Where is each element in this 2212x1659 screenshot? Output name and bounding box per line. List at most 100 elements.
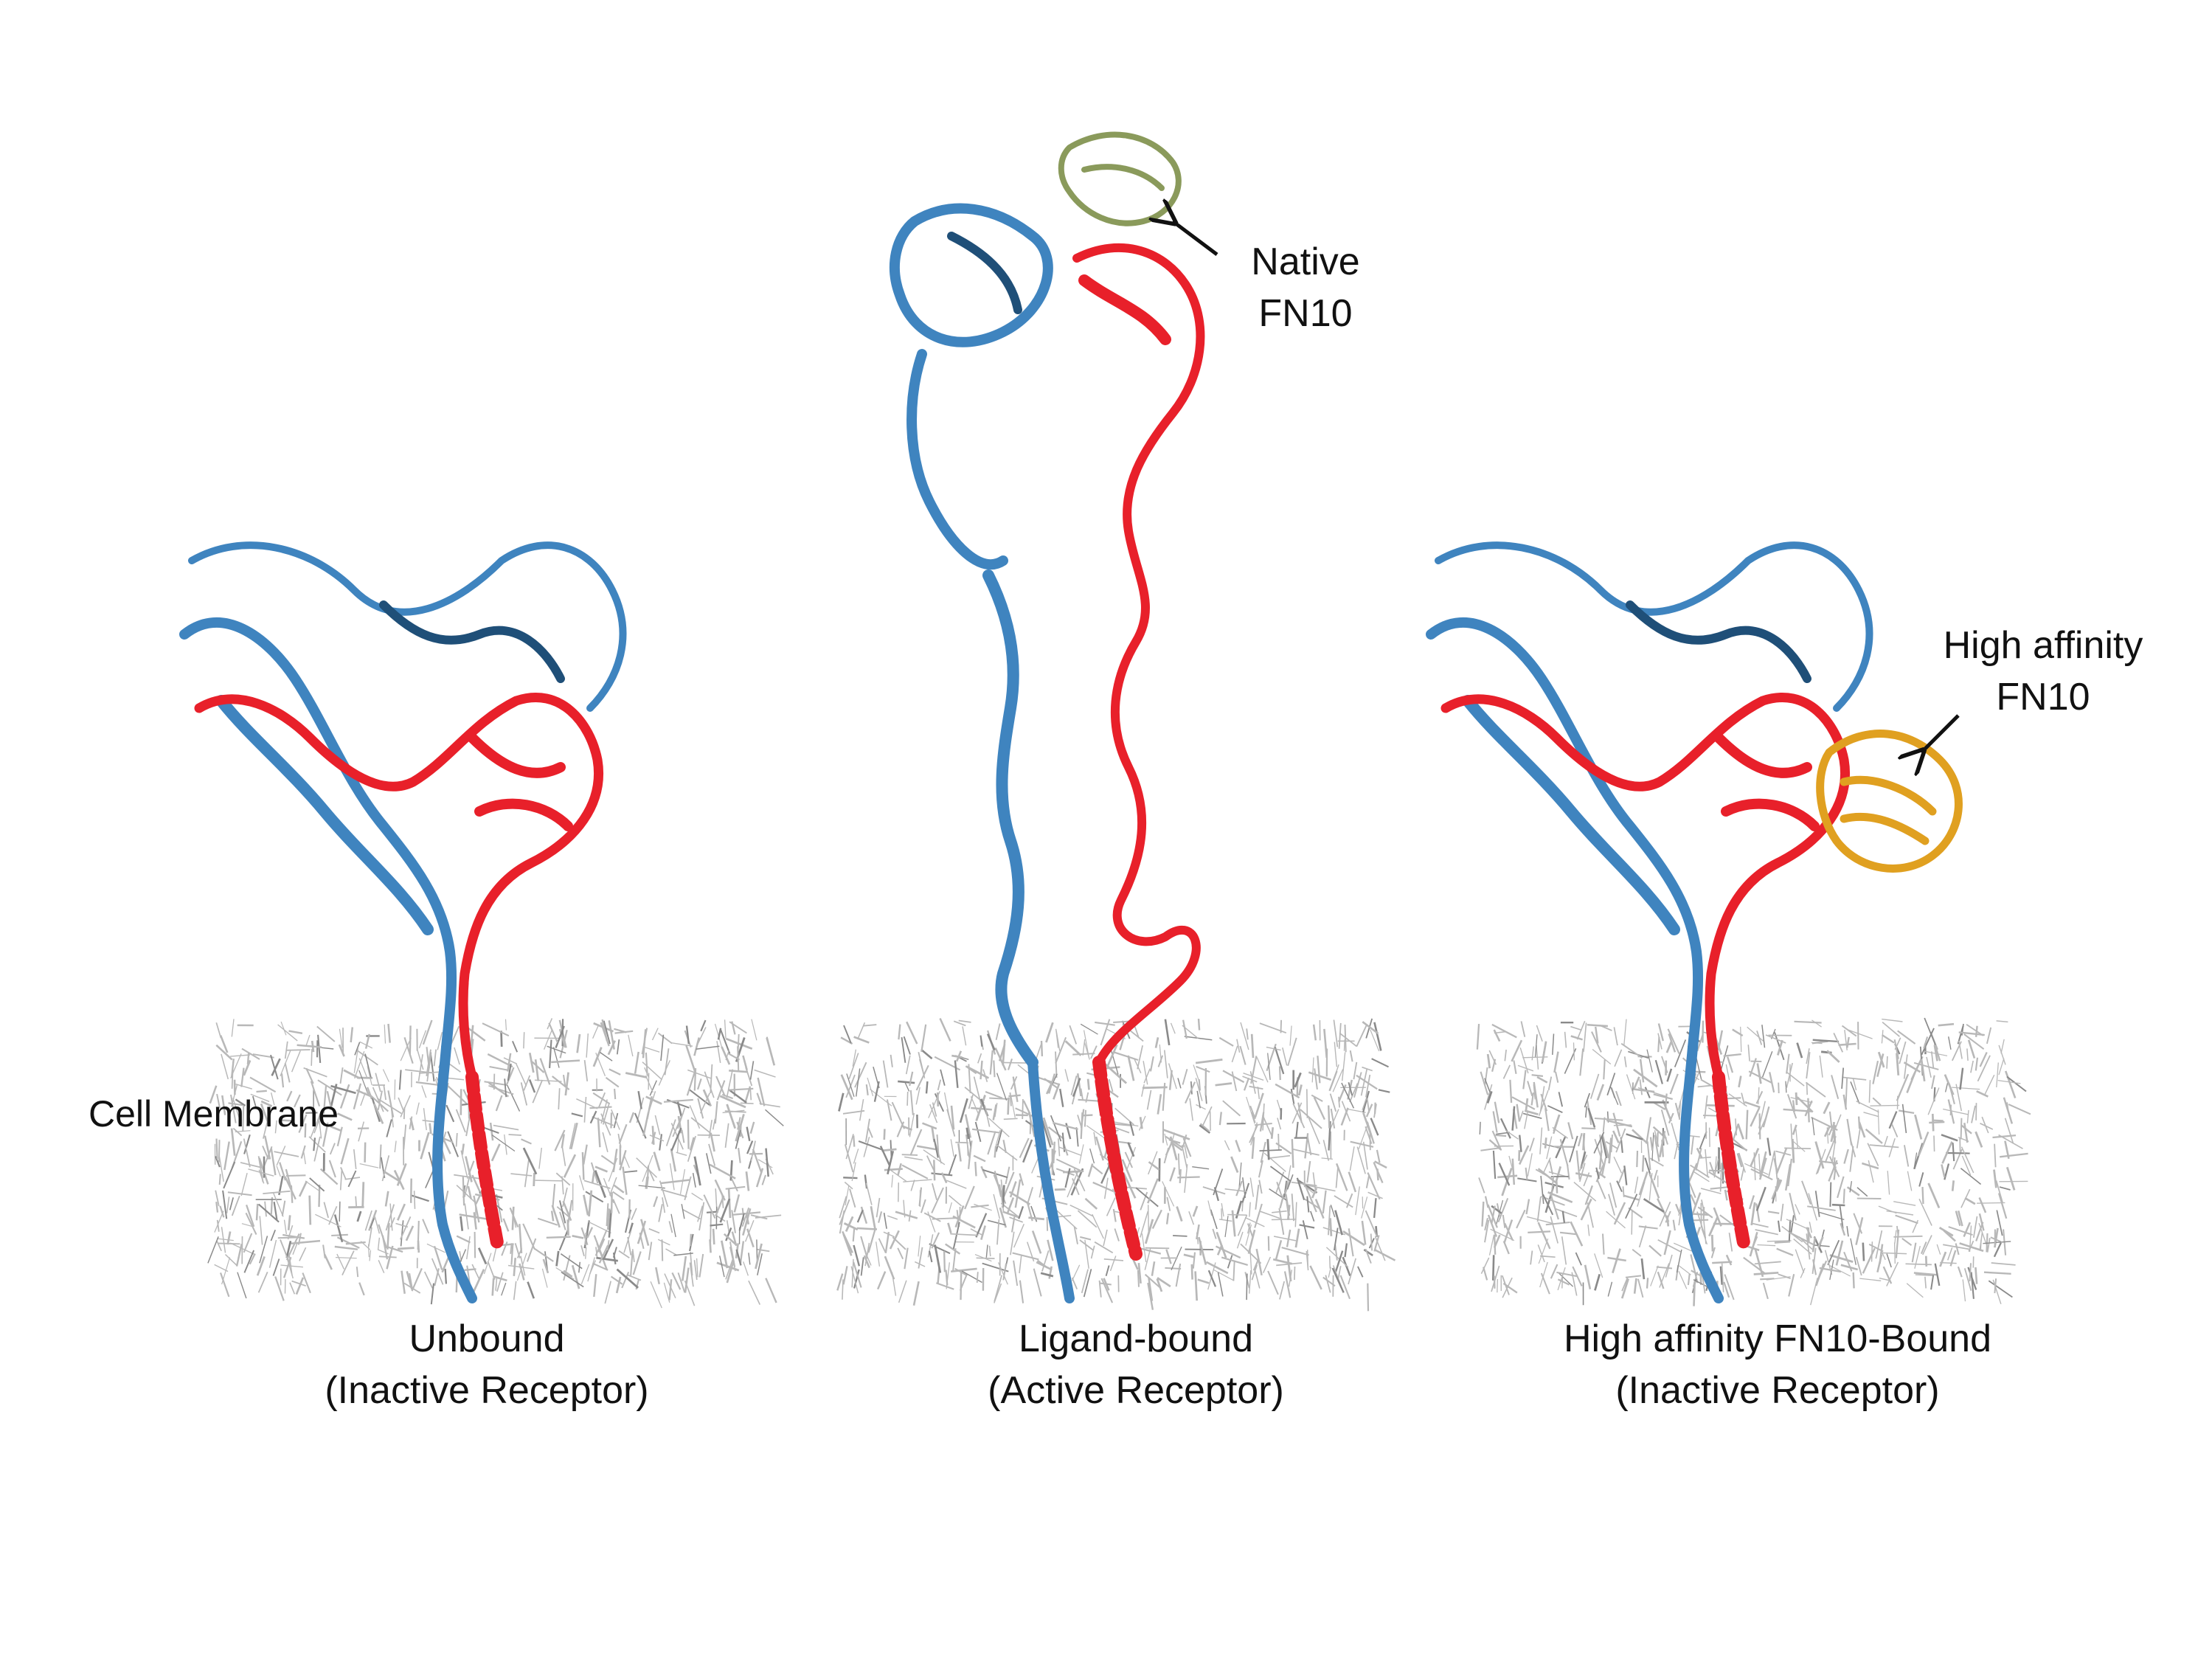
lipid-stroke: [1924, 1255, 1928, 1267]
lipid-stroke: [679, 1168, 686, 1195]
lipid-stroke: [1370, 1118, 1379, 1136]
lipid-stroke: [1502, 1277, 1513, 1298]
lipid-stroke: [1601, 1135, 1610, 1159]
lipid-stroke: [1539, 1127, 1543, 1154]
lipid-stroke: [1811, 1019, 1822, 1028]
lipid-stroke: [1913, 1061, 1939, 1070]
lipid-stroke: [738, 1213, 745, 1231]
lipid-stroke: [1335, 1168, 1339, 1188]
lipid-stroke: [1294, 1266, 1296, 1281]
lipid-stroke: [1786, 1053, 1790, 1074]
lipid-stroke: [231, 1061, 234, 1089]
lipid-stroke: [925, 1081, 929, 1094]
lipid-stroke: [1353, 1072, 1362, 1098]
lipid-stroke: [552, 1076, 570, 1090]
lipid-stroke: [284, 1041, 288, 1059]
lipid-stroke: [313, 1110, 324, 1134]
lipid-stroke: [1743, 1256, 1767, 1275]
lipid-stroke: [852, 1228, 856, 1242]
lipid-stroke: [946, 1109, 956, 1137]
lipid-stroke: [219, 1272, 230, 1298]
lipid-stroke: [1955, 1211, 1961, 1227]
lipid-stroke: [1246, 1096, 1255, 1124]
lipid-stroke: [1328, 1105, 1331, 1129]
lipid-stroke: [1231, 1210, 1236, 1237]
lipid-stroke: [726, 1104, 737, 1129]
lipid-stroke: [1594, 1118, 1623, 1121]
lipid-stroke: [1833, 1166, 1837, 1180]
lipid-stroke: [361, 1182, 365, 1208]
lipid-stroke: [1516, 1209, 1526, 1229]
lipid-stroke: [1361, 1220, 1367, 1245]
lipid-stroke: [1019, 1255, 1022, 1274]
lipid-stroke: [1612, 1130, 1620, 1143]
lipid-stroke: [1339, 1275, 1351, 1300]
lipid-stroke: [310, 1081, 321, 1107]
lipid-stroke: [403, 1106, 406, 1120]
lipid-stroke: [922, 1122, 937, 1130]
lipid-stroke: [1019, 1137, 1030, 1158]
lipid-stroke: [249, 1253, 256, 1265]
lipid-stroke: [356, 1267, 359, 1278]
lipid-stroke: [1373, 1248, 1396, 1261]
lipid-stroke: [409, 1116, 413, 1129]
lipid-stroke: [418, 1030, 427, 1049]
lipid-stroke: [670, 1213, 676, 1238]
lipid-stroke: [1558, 1272, 1574, 1287]
lipid-stroke: [1286, 1229, 1292, 1247]
lipid-stroke: [1513, 1060, 1517, 1074]
lipid-stroke: [1080, 1023, 1098, 1035]
lipid-stroke: [230, 1128, 236, 1156]
lipid-stroke: [1994, 1143, 1997, 1168]
lipid-stroke: [853, 1135, 856, 1147]
lipid-stroke: [235, 1098, 246, 1106]
lipid-stroke: [1766, 1276, 1791, 1281]
lipid-stroke: [1891, 1123, 1899, 1137]
lipid-stroke: [1646, 1141, 1651, 1171]
lipid-stroke: [605, 1076, 620, 1088]
lipid-stroke: [1112, 1208, 1117, 1222]
lipid-stroke: [1615, 1090, 1622, 1106]
lipid-stroke: [1072, 1178, 1080, 1196]
lipid-stroke: [876, 1241, 881, 1267]
lipid-stroke: [1243, 1073, 1264, 1081]
lipid-stroke: [1725, 1254, 1733, 1266]
lipid-stroke: [1143, 1068, 1151, 1084]
lipid-stroke: [386, 1223, 390, 1250]
lipid-stroke: [1139, 1115, 1146, 1131]
lipid-stroke: [1254, 1092, 1264, 1118]
lipid-stroke: [974, 1121, 982, 1143]
lipid-stroke: [1137, 1045, 1143, 1070]
lipid-stroke: [1814, 1244, 1830, 1247]
lipid-stroke: [1002, 1039, 1006, 1066]
lipid-stroke: [1093, 1132, 1097, 1146]
lipid-stroke: [1296, 1177, 1306, 1201]
lipid-stroke: [1227, 1213, 1247, 1216]
lipid-stroke: [735, 1114, 745, 1142]
lipid-stroke: [1266, 1139, 1270, 1160]
lipid-stroke: [1483, 1267, 1488, 1281]
lipid-stroke: [1927, 1182, 1941, 1209]
lipid-stroke: [1534, 1034, 1538, 1058]
lipid-stroke: [1758, 1101, 1766, 1129]
lipid-stroke: [2006, 1076, 2027, 1092]
lipid-stroke: [2000, 1039, 2005, 1054]
lipid-stroke: [1367, 1172, 1381, 1200]
lipid-stroke: [328, 1205, 338, 1225]
lipid-stroke: [891, 1101, 906, 1129]
lipid-stroke: [1646, 1117, 1652, 1144]
lipid-stroke: [562, 1187, 568, 1208]
lipid-stroke: [1094, 1241, 1114, 1254]
lipid-stroke: [429, 1123, 432, 1135]
lipid-stroke: [232, 1127, 243, 1137]
lipid-stroke: [1247, 1222, 1251, 1234]
lipid-stroke: [1960, 1146, 1974, 1174]
lipid-stroke: [1966, 1048, 1969, 1061]
lipid-stroke: [741, 1207, 749, 1227]
lipid-stroke: [405, 1225, 415, 1241]
lipid-stroke: [551, 1205, 561, 1228]
lipid-stroke: [1776, 1247, 1794, 1256]
lipid-stroke: [940, 1069, 946, 1086]
lipid-stroke: [883, 1231, 895, 1238]
